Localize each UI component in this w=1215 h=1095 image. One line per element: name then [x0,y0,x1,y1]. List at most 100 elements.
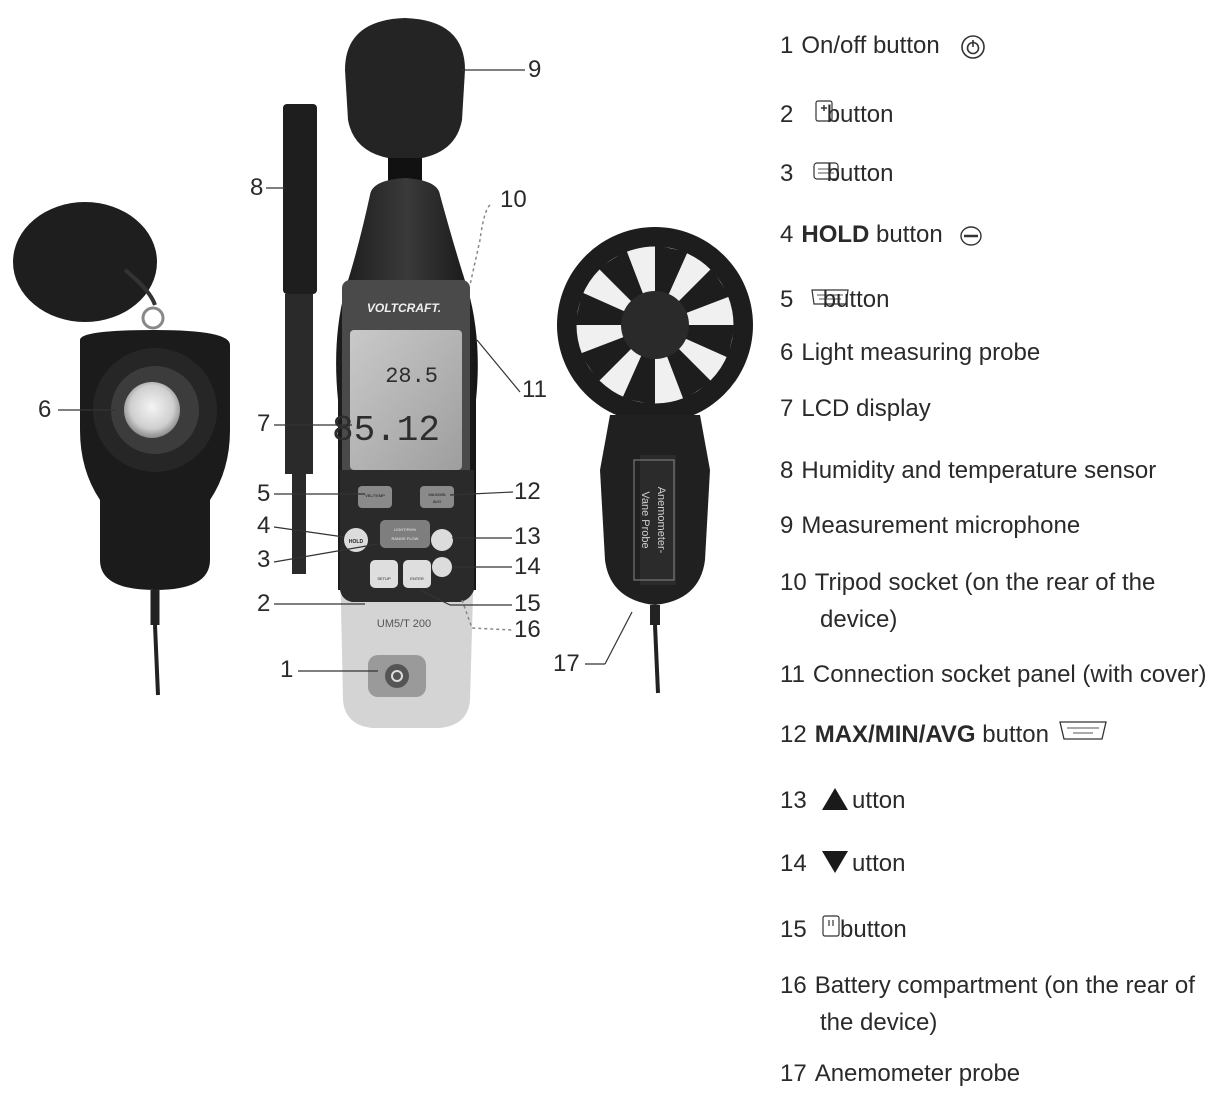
callout-8: 8 [250,174,264,201]
avg-key-label: AVG [433,499,441,504]
anemometer-vanes [575,245,735,405]
legend-text: button [975,721,1049,748]
legend-number: 7 [780,395,794,422]
legend-number: 2 [780,101,794,128]
legend-item-2: 2 button [780,96,1215,133]
main-meter-body [336,18,513,728]
legend-text: Measurement microphone [801,512,1081,539]
legend-number: 14 [780,850,807,877]
legend-number: 10 [780,569,807,596]
hold-button[interactable] [344,528,368,552]
legend-number: 4 [780,221,794,248]
setup-button[interactable] [370,560,398,588]
measurement-microphone [345,18,465,160]
legend-item-3: 3 button [780,155,1215,192]
legend-item-13: 13 utton [780,782,1215,819]
enter-button[interactable] [403,560,431,588]
anemometer-vane [580,335,634,382]
legend-text: Humidity and temperature sensor [801,457,1157,484]
anemometer-vane [665,346,712,400]
max-min-avg-button[interactable] [420,486,454,508]
power-icon [961,34,986,59]
legend-item-6: 6 Light measuring probe [780,334,1215,371]
lcd-display [350,330,462,470]
up-triangle-icon [822,787,849,810]
legend-text: Tripod socket (on the rear of the [814,569,1156,596]
callout-4: 4 [257,512,271,539]
callout-5: 5 [257,480,271,507]
setup-key-label: SETUP [377,576,391,581]
legend-number: 6 [780,339,794,366]
legend-item-11: 11 Connection socket panel (with cover) [780,656,1215,693]
anemometer-vane [655,245,688,298]
legend-item-14: 14 utton [780,845,1215,882]
device-illustration: VOLTCRAFT. 28.5 85.12 UM5/T 200 HOLD LIG… [13,18,753,728]
legend-number: 15 [780,916,807,943]
legend-number: 17 [780,1060,807,1087]
humidity-temperature-sensor [283,104,317,574]
lcd-top-reading: 28.5 [385,364,438,389]
legend-text: Light measuring probe [801,339,1041,366]
legend-item-9: 9 Measurement microphone [780,507,1215,544]
max-min-key-label: MAX/MIN [428,492,445,497]
callout-10: 10 [500,186,527,213]
callout-lines [58,69,633,672]
legend-item-8: 8 Humidity and temperature sensor [780,452,1215,489]
legend-text: button [840,916,907,943]
hold-key-icon [960,225,983,246]
legend-number: 9 [780,512,794,539]
legend-bold-text: HOLD [801,221,870,248]
callout-14: 14 [514,553,541,580]
callout-3: 3 [257,546,271,573]
legend-text: Battery compartment (on the rear of [814,972,1195,999]
legend-text: button [822,286,890,313]
anemometer-vane [676,268,730,315]
light-measuring-probe [13,202,230,696]
anemometer-vane [622,352,655,405]
down-triangle-icon [822,850,849,873]
anemometer-label-line2: Vane Probe [639,491,651,548]
legend-bold-text: MAX/MIN/AVG [814,721,976,748]
callout-2: 2 [257,590,271,617]
vel-temp-button[interactable] [358,486,392,508]
callout-11: 11 [522,376,547,403]
legend-number: 8 [780,457,794,484]
anemometer-probe [557,227,753,694]
anemometer-label-line1: Anemometer- [655,487,667,554]
legend-text: On/off button [801,32,940,59]
light-probe-cap [13,202,157,322]
legend-item-15: 15 button [780,911,1215,948]
legend-number: 3 [780,160,794,187]
on-off-button[interactable] [385,664,409,688]
device-printed-text: VOLTCRAFT. 28.5 85.12 UM5/T 200 HOLD LIG… [332,301,675,630]
callout-9: 9 [528,56,542,83]
down-button[interactable] [432,557,452,577]
legend-text: utton [852,850,906,877]
anemometer-vane [682,325,735,358]
callout-15: 15 [514,590,541,617]
callout-1: 1 [280,656,294,683]
legend-text-continued: the device) [820,1009,938,1036]
hold-key-label: HOLD [349,539,364,545]
anemometer-vane [575,292,628,325]
max-min-avg-key-icon [1058,721,1107,740]
model-label: UM5/T 200 [377,618,431,630]
enter-key-icon [822,915,840,937]
lcd-main-reading: 85.12 [332,410,440,451]
legend-text: LCD display [801,395,931,422]
light-rh-button[interactable] [380,520,430,548]
vel-temp-key-label: VEL/TEMP [365,493,385,498]
callout-17: 17 [553,650,580,677]
up-button[interactable] [431,529,453,551]
legend-text: Connection socket panel (with cover) [812,661,1207,688]
legend-number: 11 [780,661,805,688]
callout-13: 13 [514,523,541,550]
device-figure: VOLTCRAFT. 28.5 85.12 UM5/T 200 HOLD LIG… [13,18,753,728]
anemometer-vane [598,250,645,304]
